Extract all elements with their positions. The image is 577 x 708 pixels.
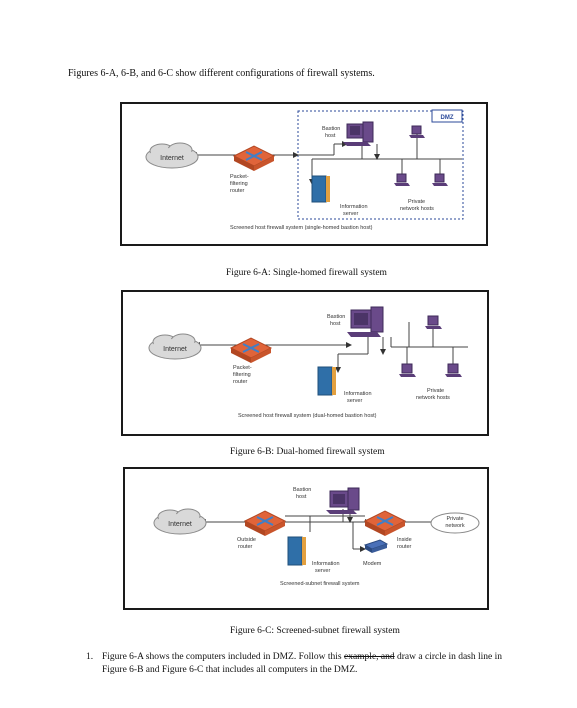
figure-6b-diagram: Internet Packet- filtering router Bastio… (148, 306, 468, 419)
figure-6a: DMZ Internet Packet- filtering (120, 102, 488, 246)
question-number: 1. (86, 652, 94, 662)
internet-cloud: Internet (148, 333, 202, 360)
private-label-1: Private (446, 516, 463, 522)
inside-router-icon (363, 510, 407, 536)
information-server-icon (317, 366, 336, 396)
question-text-before: Figure 6-A shows the computers included … (102, 652, 344, 662)
router-label-3: router (230, 188, 245, 194)
question-text-after: draw a circle in dash line in Figure 6-B… (102, 652, 503, 675)
system-label: Screened host firewall system (dual-home… (238, 413, 377, 419)
outside-router-icon (243, 510, 287, 536)
private-label-2: network (445, 523, 465, 529)
system-label: Screened host firewall system (single-ho… (230, 225, 373, 231)
router-label-2: filtering (233, 372, 251, 378)
router-icon (229, 337, 273, 363)
private-host-icon-3 (445, 363, 462, 377)
intro-text: Figures 6-A, 6-B, and 6-C show different… (68, 68, 375, 79)
private-network-cloud: Private network (430, 512, 480, 534)
information-server-icon (287, 536, 306, 566)
modem-icon (363, 539, 389, 553)
outside-router-label-2: router (238, 544, 253, 550)
private-label-1: Private (408, 199, 425, 205)
question-text-struck: example, and (343, 652, 395, 662)
internet-label: Internet (163, 346, 187, 353)
info-label-1: Information (344, 391, 372, 397)
outside-router-label-1: Outside (237, 537, 256, 543)
figure-6b: Internet Packet- filtering router Bastio… (121, 290, 489, 436)
private-host-icon-3 (432, 173, 448, 186)
info-label-2: server (347, 398, 362, 404)
figure-6c-diagram: Internet Outside router Bastion host Ins… (153, 487, 480, 587)
private-host-icon-2 (399, 363, 416, 377)
modem-label: Modem (363, 561, 382, 567)
private-label-2: network hosts (416, 395, 450, 401)
dmz-box (431, 109, 463, 123)
bastion-host-icon (326, 487, 360, 514)
bastion-label-2: host (325, 133, 336, 139)
router-label-1: Packet- (233, 365, 252, 371)
router-icon (232, 145, 276, 171)
dmz-label: DMZ (441, 115, 454, 121)
internet-cloud: Internet (145, 142, 199, 169)
question-text: Figure 6-A shows the computers included … (102, 651, 522, 677)
private-label-1: Private (427, 388, 444, 394)
info-label-1: Information (312, 561, 340, 567)
caption-figure-6a: Figure 6-A: Single-homed firewall system (226, 268, 387, 278)
caption-figure-6b: Figure 6-B: Dual-homed firewall system (230, 447, 385, 457)
information-server-icon (311, 175, 330, 203)
private-label-2: network hosts (400, 206, 434, 212)
bastion-host-icon (343, 121, 374, 146)
info-label-2: server (343, 211, 358, 217)
caption-figure-6c: Figure 6-C: Screened-subnet firewall sys… (230, 626, 400, 636)
figure-6c: Internet Outside router Bastion host Ins… (123, 467, 489, 610)
internet-label: Internet (160, 155, 184, 162)
router-label-3: router (233, 379, 248, 385)
internet-label: Internet (168, 521, 192, 528)
inside-router-label-1: Inside (397, 537, 412, 543)
bastion-label-2: host (296, 494, 307, 500)
router-label-1: Packet- (230, 174, 249, 180)
bastion-label-1: Bastion (322, 126, 340, 132)
private-host-icon-2 (394, 173, 410, 186)
dmz-region (297, 110, 464, 220)
figure-6a-diagram: DMZ Internet Packet- filtering (145, 109, 464, 231)
bastion-label-2: host (330, 321, 341, 327)
info-label-2: server (315, 568, 330, 574)
bastion-host-icon (347, 306, 384, 337)
router-label-2: filtering (230, 181, 248, 187)
system-label: Screened-subnet firewall system (280, 581, 360, 587)
internet-cloud: Internet (153, 508, 207, 535)
bastion-label-1: Bastion (327, 314, 345, 320)
bastion-label-1: Bastion (293, 487, 311, 493)
private-host-icon-1 (425, 315, 442, 329)
private-host-icon-1 (409, 125, 425, 138)
inside-router-label-2: router (397, 544, 412, 550)
info-label-1: Information (340, 204, 368, 210)
